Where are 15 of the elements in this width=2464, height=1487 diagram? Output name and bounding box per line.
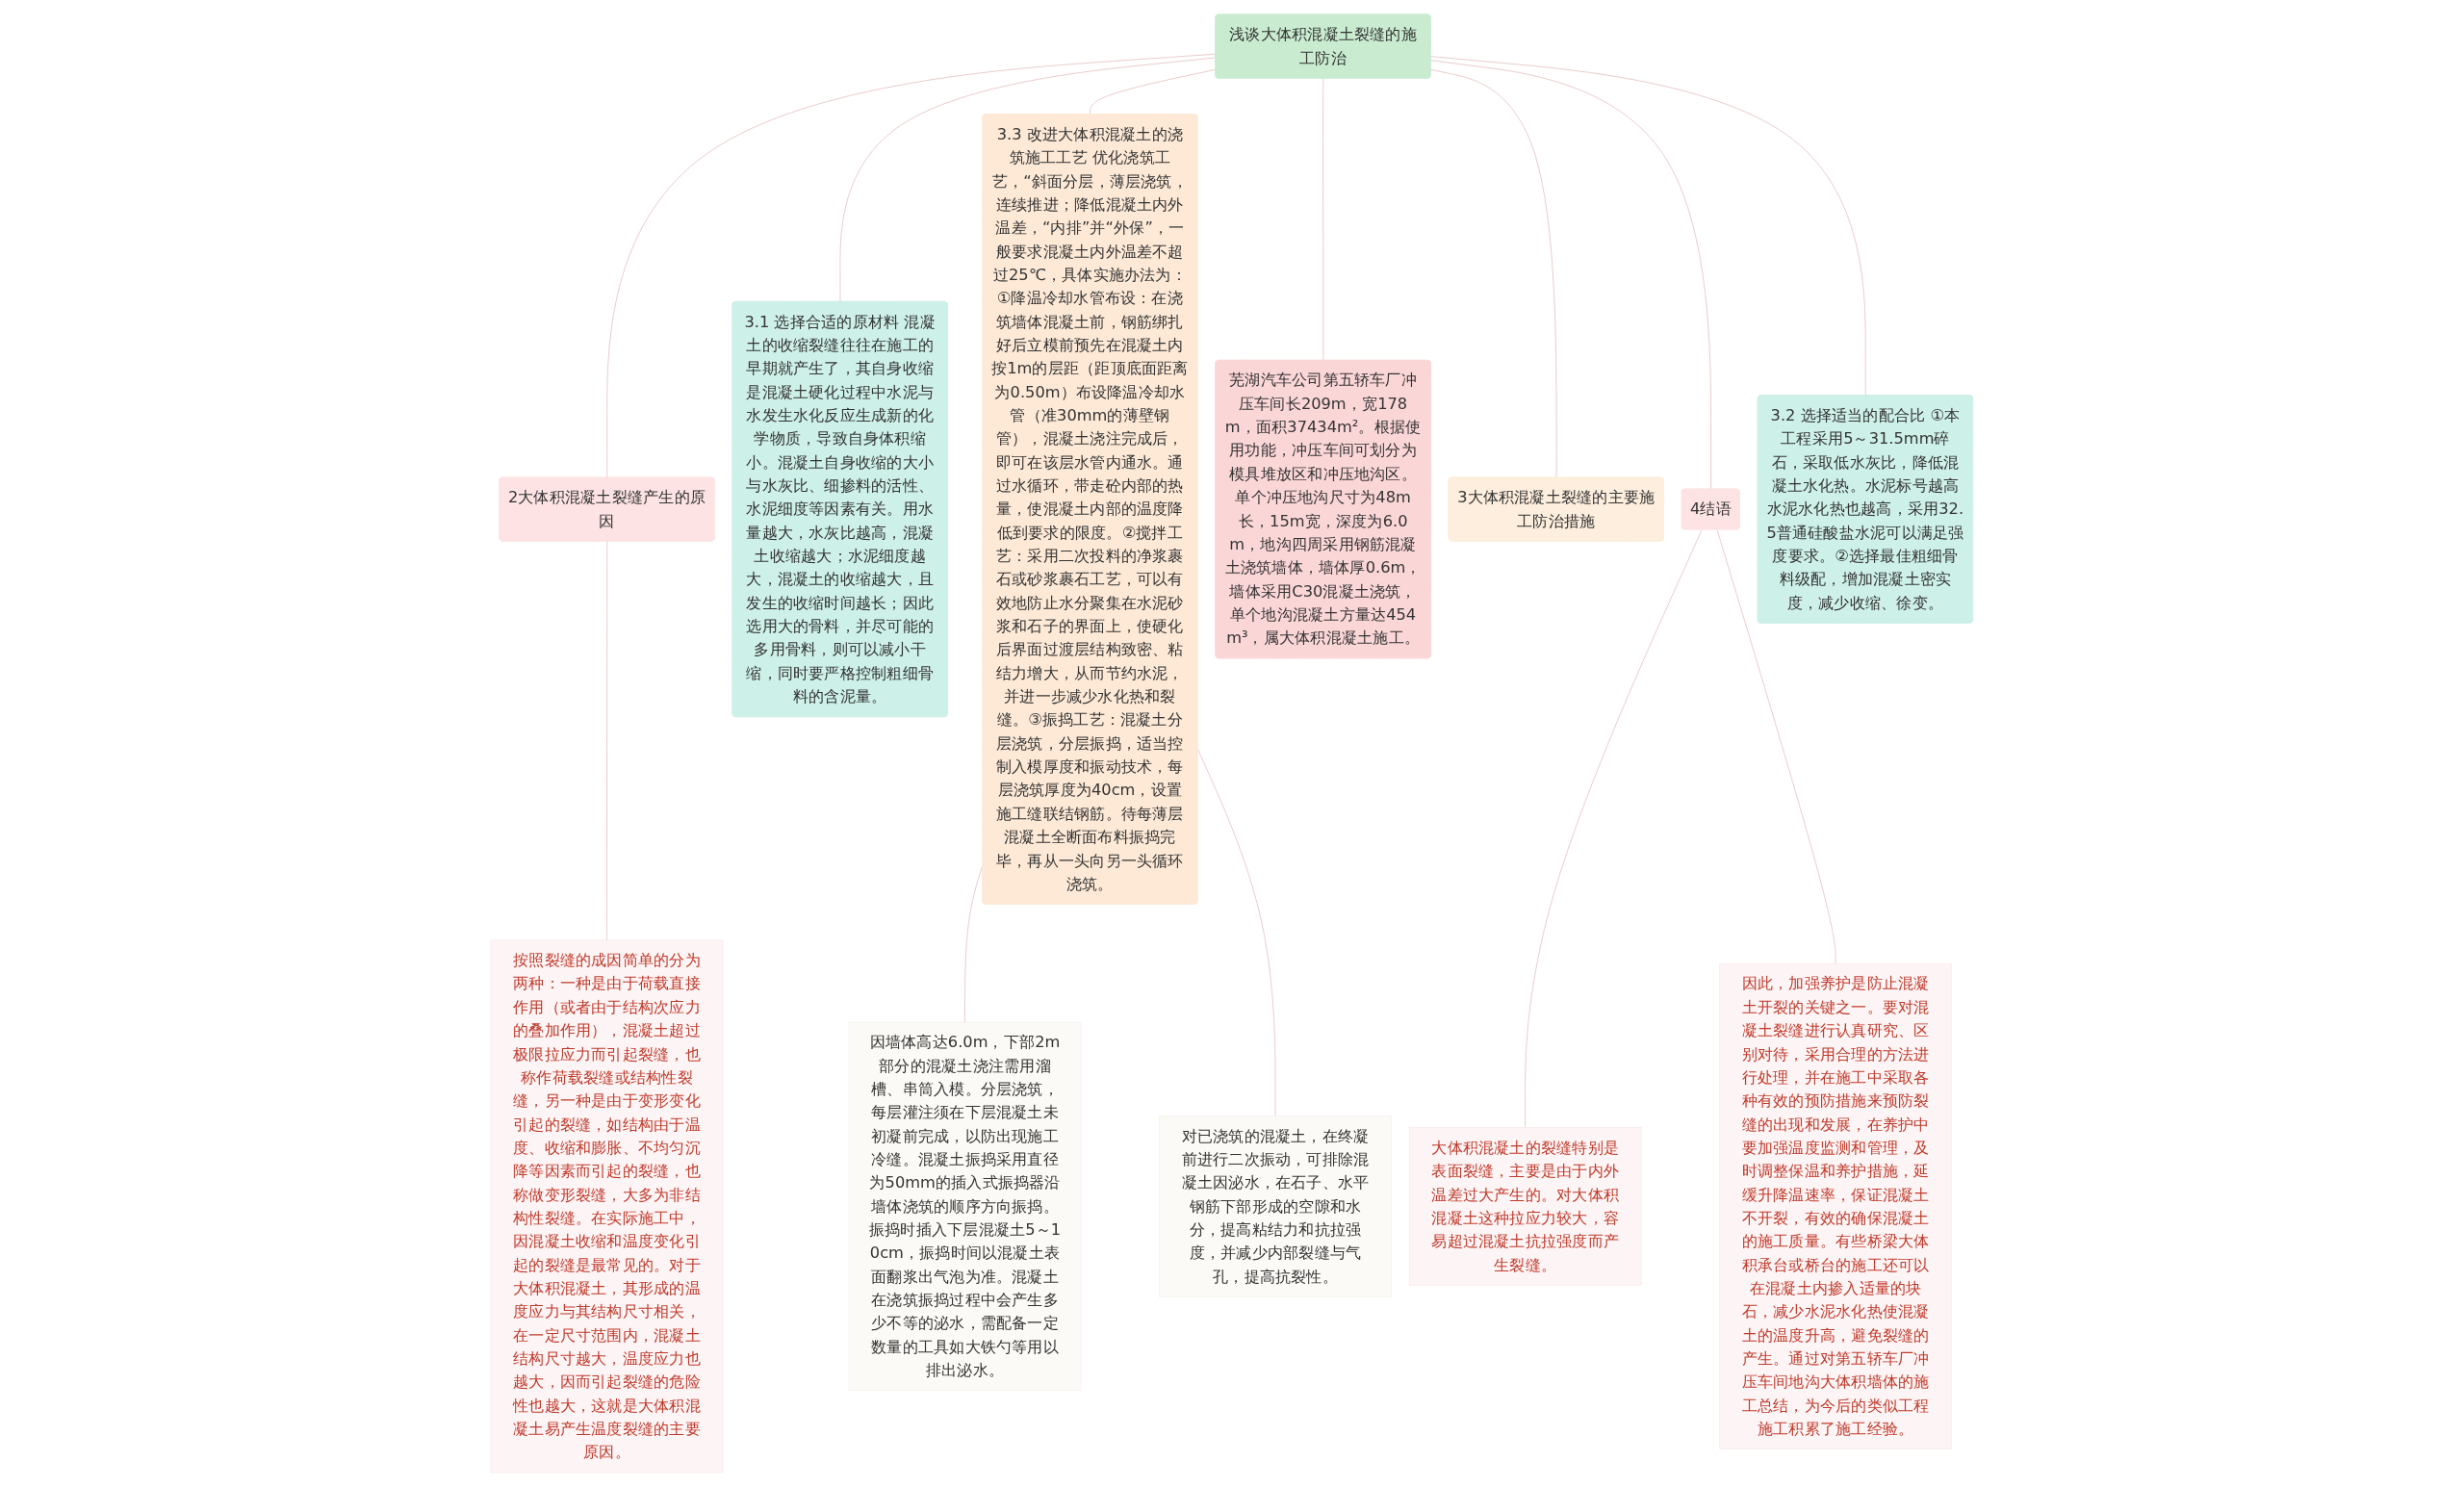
connector: [1430, 56, 1866, 397]
node-box: 按照裂缝的成因简单的分为两种：一种是由于荷载直接作用（或者由于结构次应力的叠加作用），混凝土超过极限拉应力而引起裂缝，也称作荷载裂缝或结构性裂缝，另一种是由于变形变化引起的裂缝，如结构由于温度、收缩和膨胀、不均匀沉降等因素而引起的裂缝，也称做变形裂缝，大多为非结构性裂缝。在实际施工中，因混凝土收缩和温度变化引起的裂缝是最常见的。对于大体积混凝土，其形成的温度应力与其结构尺寸相关，在一定尺寸范围内，混凝土结构尺寸越大，温度应力也越大，因而引起裂缝的危险性也越大，这就是大体积混凝土易产生温度裂缝的主要原因。: [490, 939, 724, 1474]
node-box: 大体积混凝土的裂缝特别是表面裂缝，主要是由于内外温差过大产生的。对大体积混凝土这种拉应力较大，容易超过混凝土抗拉强度而产生裂缝。: [1409, 1127, 1642, 1286]
node-box: 因墙体高达6.0m，下部2m部分的混凝土浇注需用溜槽、串筒入模。分层浇筑，每层灌注须在下层混凝土未初凝前完成，以防出现施工冷缝。混凝土振捣采用直径为50mm的插入式振捣器沿墙体浇筑的顺序方向振捣。振捣时插入下层混凝土5～10cm，振捣时间以混凝土表面翻浆出气泡为准。混凝土在浇筑振捣过程中会产生多少不等的泌水，需配备一定数量的工具如大铁勺等用以排出泌水。: [848, 1021, 1082, 1392]
connector: [839, 57, 1217, 303]
connector: [1322, 78, 1324, 362]
connector: [606, 540, 608, 941]
node-box: 对已浇筑的混凝土，在终凝前进行二次振动，可排除混凝土因泌水，在石子、水平钢筋下部形成的空隙和水分，提高粘结力和抗拉强度，并减少内部裂缝与气孔，提高抗裂性。: [1159, 1115, 1392, 1297]
connector: [606, 53, 1217, 478]
connector: [1716, 528, 1836, 964]
connector: [1430, 68, 1557, 478]
node-box: 因此，加强养护是防止混凝土开裂的关键之一。要对混凝土裂缝进行认真研究、区别对待，采用合理的方法进行处理，并在施工中采取各种有效的预防措施来预防裂缝的出现和发展，在养护中要加强温度监测和管理，及时调整保温和养护措施，延缓升降温速率，保证混凝土不开裂，有效的确保混凝土的施工质量。有些桥梁大体积承台或桥台的施工还可以在混凝土内掺入适量的块石，减少水泥水化热使混凝土的温度升高，避免裂缝的产生。通过对第五轿车厂冲压车间地沟大体积墙体的施工总结，为今后的类似工程施工积累了施工经验。: [1719, 962, 1953, 1449]
connector: [1525, 528, 1703, 1129]
connector: [1090, 68, 1217, 115]
connector: [1430, 60, 1712, 490]
